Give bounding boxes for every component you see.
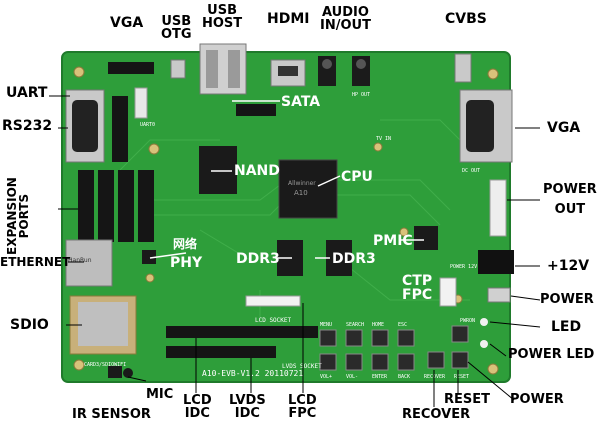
label-usb-host: USB HOST [202, 3, 243, 31]
label-phy-cn: 网络 [173, 237, 198, 251]
label-power-switch: POWER [540, 292, 594, 307]
silk-key-labels: MENU SEARCH HOME ESC VOL+ VOL- ENTER BACK [320, 322, 410, 380]
label-pmic: PMIC [373, 233, 413, 249]
label-power-led: POWER LED [508, 347, 595, 362]
mic-component [123, 368, 133, 378]
label-usb-otg: USB OTG [161, 14, 192, 42]
vga-header-top [108, 62, 154, 74]
label-uart: UART [6, 85, 48, 101]
label-cvbs: CVBS [445, 11, 487, 27]
expansion-header-3 [98, 170, 114, 242]
cvbs-jack [454, 53, 472, 83]
silk-key-label: VOL- [346, 374, 358, 380]
silk-key-label: SEARCH [346, 322, 364, 328]
label-ddr3-right: DDR3 [332, 251, 376, 267]
label-led: LED [551, 319, 582, 335]
expansion-header-5 [138, 170, 154, 242]
silk-dc-out: DC OUT [462, 168, 480, 174]
usb-otg-port [170, 59, 186, 79]
silk-lvds-socket: LVDS SOCKET [282, 363, 322, 370]
label-hdmi: HDMI [267, 11, 310, 27]
label-recover: RECOVER [402, 407, 471, 422]
label-expansion-ports: EXPANSION PORTS [5, 177, 31, 255]
silk-cpu-model: A10 [294, 189, 308, 197]
silk-key-label: ESC [398, 322, 407, 328]
silk-ethernet-brand: HanRun [68, 257, 92, 264]
label-ethernet: ETHERNET [0, 255, 71, 269]
silk-model: A10-EVB-V1.2 20110721 [202, 369, 303, 378]
silk-sdio: CARD3/SDIOWIFI [84, 362, 126, 368]
silk-power-12v: POWER 12V [450, 264, 477, 270]
label-sata: SATA [281, 94, 321, 110]
label-rs232: RS232 [2, 118, 53, 134]
ethernet-jack [65, 239, 113, 287]
pmic-chip [414, 226, 438, 250]
cpu-chip [278, 159, 338, 219]
lcd-fpc-connector [245, 295, 301, 307]
label-lcd-idc: LCD IDC [183, 393, 212, 421]
silk-tv-in: TV IN [376, 136, 391, 142]
power-switch [487, 287, 511, 303]
power-led-indicator [480, 340, 488, 348]
silk-key-label: BACK [398, 374, 410, 380]
dc-12v-jack [478, 250, 514, 274]
expansion-header-1 [112, 96, 128, 162]
led-indicator [480, 318, 488, 326]
power-out-connector [489, 179, 507, 237]
silk-recover: RECOVER [424, 374, 446, 380]
silk-uart: UART0 [140, 122, 155, 128]
callout-lines-outside [49, 95, 541, 407]
silk-key-label: HOME [372, 322, 384, 328]
label-phy: PHY [170, 255, 203, 271]
label-power-button: POWER [510, 392, 564, 407]
uart-header [134, 87, 148, 119]
label-power-out: POWER OUT [543, 182, 597, 217]
lcd-idc-header [166, 326, 318, 338]
keypad-buttons [319, 325, 469, 371]
label-lvds-idc: LVDS IDC [229, 393, 266, 421]
expansion-header-4 [118, 170, 134, 242]
expansion-header-2 [78, 170, 94, 242]
silk-pwron: PWRON [460, 318, 475, 324]
label-ir-sensor: IR SENSOR [72, 407, 151, 422]
lvds-idc-header [166, 346, 276, 358]
ctp-fpc-connector [439, 277, 457, 307]
label-vga-right: VGA [547, 120, 581, 136]
label-reset: RESET [444, 392, 491, 407]
silk-key-label: VOL+ [320, 374, 332, 380]
silk-key-label: MENU [320, 322, 332, 328]
label-plus12v: +12V [547, 258, 590, 274]
ir-sensor-component [108, 366, 122, 378]
sata-port [236, 104, 276, 116]
label-lcd-fpc: LCD FPC [288, 393, 317, 421]
label-mic: MIC [146, 387, 174, 402]
label-audio: AUDIO IN/OUT [320, 5, 371, 33]
label-vga-top: VGA [110, 15, 144, 31]
silk-reset: RESET [454, 374, 469, 380]
nand-chip [199, 146, 237, 194]
pcb-traces [119, 119, 471, 320]
callout-lines [149, 100, 424, 259]
silk-hp-out: HP OUT [352, 92, 370, 98]
ddr3-chip-right [326, 240, 352, 276]
silk-key-label: ENTER [372, 374, 388, 380]
silk-lcd-socket: LCD SOCKET [255, 317, 292, 324]
label-nand: NAND [234, 163, 280, 179]
ethernet-phy-chip [142, 250, 156, 264]
silk-cpu-brand: Allwinner [288, 180, 316, 187]
label-cpu: CPU [341, 169, 373, 185]
label-ddr3-left: DDR3 [236, 251, 280, 267]
label-sdio: SDIO [10, 317, 49, 333]
label-ctp-fpc: CTP FPC [402, 273, 433, 303]
